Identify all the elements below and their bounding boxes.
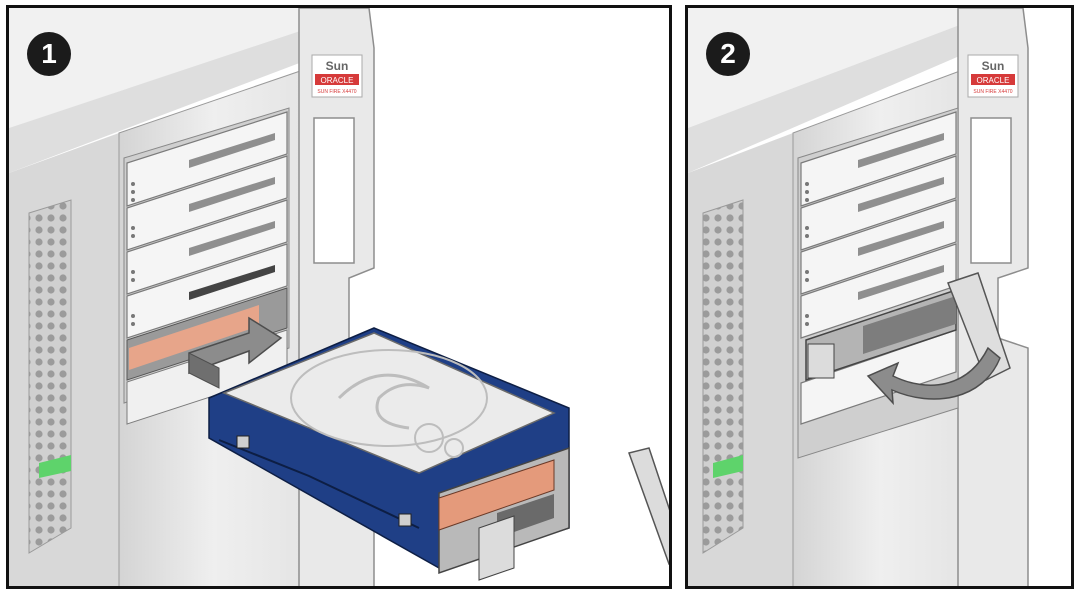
close-lever-arrow [866, 346, 1001, 406]
step-number-badge: 2 [706, 32, 750, 76]
drive-bays [123, 107, 290, 425]
step-number-badge: 1 [27, 32, 71, 76]
logo-brand-text: Sun [982, 59, 1005, 73]
brand-logo-2: Sun ORACLE SUN FIRE X4470 [967, 54, 1019, 98]
logo-sub-text: ORACLE [977, 76, 1010, 85]
insert-arrow [188, 316, 283, 389]
drive-bays [797, 107, 959, 459]
hard-drive [208, 327, 669, 581]
logo-fine-text: SUN FIRE X4470 [317, 89, 356, 95]
logo-sub-text: ORACLE [321, 76, 354, 85]
step-1-illustration: Sun ORACLE SUN FIRE X4470 [9, 8, 669, 586]
step-1-panel: Sun ORACLE SUN FIRE X4470 1 [6, 5, 672, 589]
step-2-panel: Sun ORACLE SUN FIRE X4470 2 [685, 5, 1074, 589]
logo-fine-text: SUN FIRE X4470 [973, 89, 1012, 95]
brand-logo-1: Sun ORACLE SUN FIRE X4470 [311, 54, 363, 98]
step-2-illustration: Sun ORACLE SUN FIRE X4470 [688, 8, 1029, 586]
logo-brand-text: Sun [326, 59, 349, 73]
